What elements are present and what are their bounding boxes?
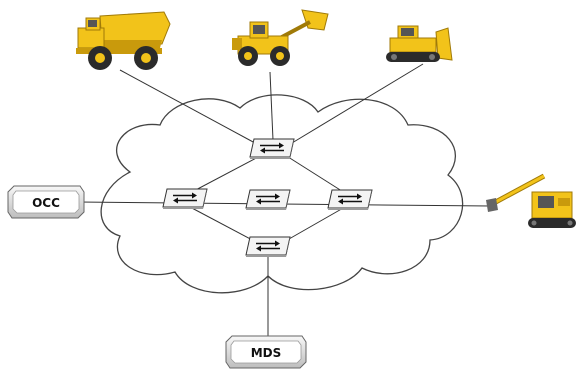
link-left-bottom [189,206,259,244]
wheel-loader-icon [232,9,329,66]
network-switch-icon [163,189,207,209]
link-right-bottom [281,206,346,244]
network-switch-icon [328,190,372,210]
occ-node[interactable]: OCC [7,185,85,219]
occ-label: OCC [32,196,60,210]
network-switch-left [163,189,207,209]
link-top-left [189,154,263,194]
network-switch-center [246,190,290,210]
network-switch-bottom [246,237,290,257]
haul-truck-icon [76,11,171,70]
link-top-right [284,154,346,194]
network-switch-icon [246,190,290,210]
mds-label: MDS [251,346,282,360]
mds-node[interactable]: MDS [225,335,307,369]
network-switch-top [250,139,294,159]
network-switch-icon [246,237,290,257]
link-truck-switch [119,69,256,144]
link-loader-switch [269,71,274,141]
link-dozer-switch [291,63,424,144]
network-switch-right [328,190,372,210]
network-switch-icon [250,139,294,159]
drill-rig-icon [486,173,576,228]
bulldozer-icon [386,25,453,62]
